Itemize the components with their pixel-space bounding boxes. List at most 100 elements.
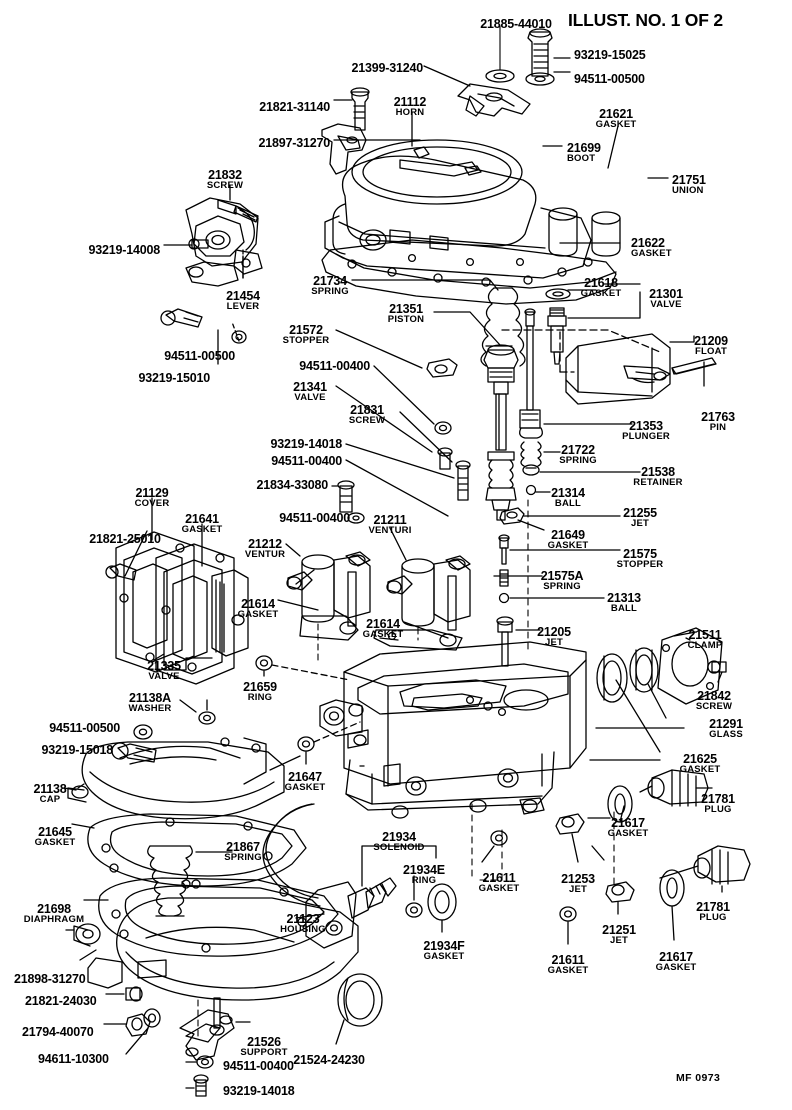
part-number: 93219-14018 [223, 1084, 295, 1098]
part-name: GASKET [580, 288, 622, 300]
part-number: 21138 [33, 782, 67, 796]
part-number: 21898-31270 [14, 972, 86, 986]
part-name: VENTUR [244, 549, 286, 561]
part-name: VALVE [148, 671, 180, 683]
part-number: 21253 [561, 872, 595, 886]
part-number: 94511-00500 [574, 72, 645, 86]
part-name: GASKET [478, 883, 520, 895]
part-number: 21209 [694, 334, 728, 348]
part-number: 21313 [607, 591, 641, 605]
part-name: GASKET [34, 837, 76, 849]
part-name: PLUG [699, 912, 727, 924]
part-name: PLUNGER [622, 431, 670, 443]
part-number: 21763 [701, 410, 735, 424]
part-number: 21611 [551, 953, 585, 967]
part-name: JET [630, 518, 650, 530]
part-number: 21314 [551, 486, 585, 500]
part-name: SPRING [559, 455, 597, 467]
part-name: HORN [395, 107, 425, 119]
part-name: GASKET [237, 609, 279, 621]
part-number: 21538 [641, 465, 675, 479]
part-callout-93219-14018: 93219-14018 [271, 438, 343, 451]
part-callout-21897-31270: 21897-31270 [259, 137, 331, 150]
part-number: 21834-33080 [256, 478, 329, 492]
part-name: GASKET [595, 119, 637, 131]
part-callout-21524-24230: 21524-24230 [293, 1054, 365, 1067]
part-number: 21351 [389, 302, 423, 316]
part-number: 21511 [688, 628, 722, 642]
part-number: 21821-31140 [259, 100, 330, 114]
sheet-footer-code: MF 0973 [676, 1072, 721, 1084]
part-number: 21614 [366, 617, 400, 631]
part-callout-94511-00400: 94511-00400 [299, 359, 370, 373]
part-name: SPRING [543, 581, 581, 593]
part-name: GLASS [709, 729, 743, 741]
part-name: RETAINER [633, 477, 683, 489]
part-number: 21211 [373, 513, 407, 527]
part-number: 21212 [248, 537, 282, 551]
part-callout-93219-15018: 93219-15018 [42, 744, 114, 757]
part-number: 21698 [37, 902, 71, 916]
part-number: 94611-10300 [38, 1052, 109, 1066]
part-callout-21821-24030: 21821-24030 [25, 995, 97, 1008]
part-name: LEVER [226, 301, 260, 313]
illustration-title: ILLUST. NO. 1 OF 2 [568, 10, 723, 30]
part-name: GASKET [284, 782, 326, 794]
part-number: 21625 [683, 752, 717, 766]
part-number: 21611 [482, 871, 516, 885]
part-number: 21699 [567, 141, 601, 155]
part-callout-21794-40070: 21794-40070 [22, 1026, 94, 1039]
part-number: 21821-25010 [89, 532, 161, 546]
part-name: BALL [610, 603, 638, 615]
part-number: 21867 [226, 840, 260, 854]
part-name: PIN [709, 422, 727, 434]
part-name: PISTON [387, 314, 425, 326]
part-number: 21138A [129, 691, 171, 705]
part-name: GASKET [547, 965, 589, 977]
part-callout-94511-00400: 94511-00400 [271, 454, 342, 468]
part-name: GASKET [181, 524, 223, 536]
part-name: JET [568, 884, 588, 896]
part-number: 21722 [561, 443, 595, 457]
part-name: GASKET [423, 951, 465, 963]
part-number: 94511-00500 [164, 349, 235, 363]
part-number: 94511-00400 [223, 1059, 294, 1073]
part-number: 21781 [696, 900, 730, 914]
part-name: COVER [134, 498, 170, 510]
part-name: JET [544, 637, 564, 649]
part-number: 94511-00400 [299, 359, 370, 373]
part-name: VALVE [650, 299, 682, 311]
part-number: 21335 [147, 659, 181, 673]
part-number: 21832 [208, 168, 242, 182]
part-callout-93219-15010: 93219-15010 [139, 372, 211, 385]
part-name: DIAPHRAGM [23, 914, 85, 926]
part-number: 94511-00400 [271, 454, 342, 468]
part-number: 21781 [701, 792, 735, 806]
